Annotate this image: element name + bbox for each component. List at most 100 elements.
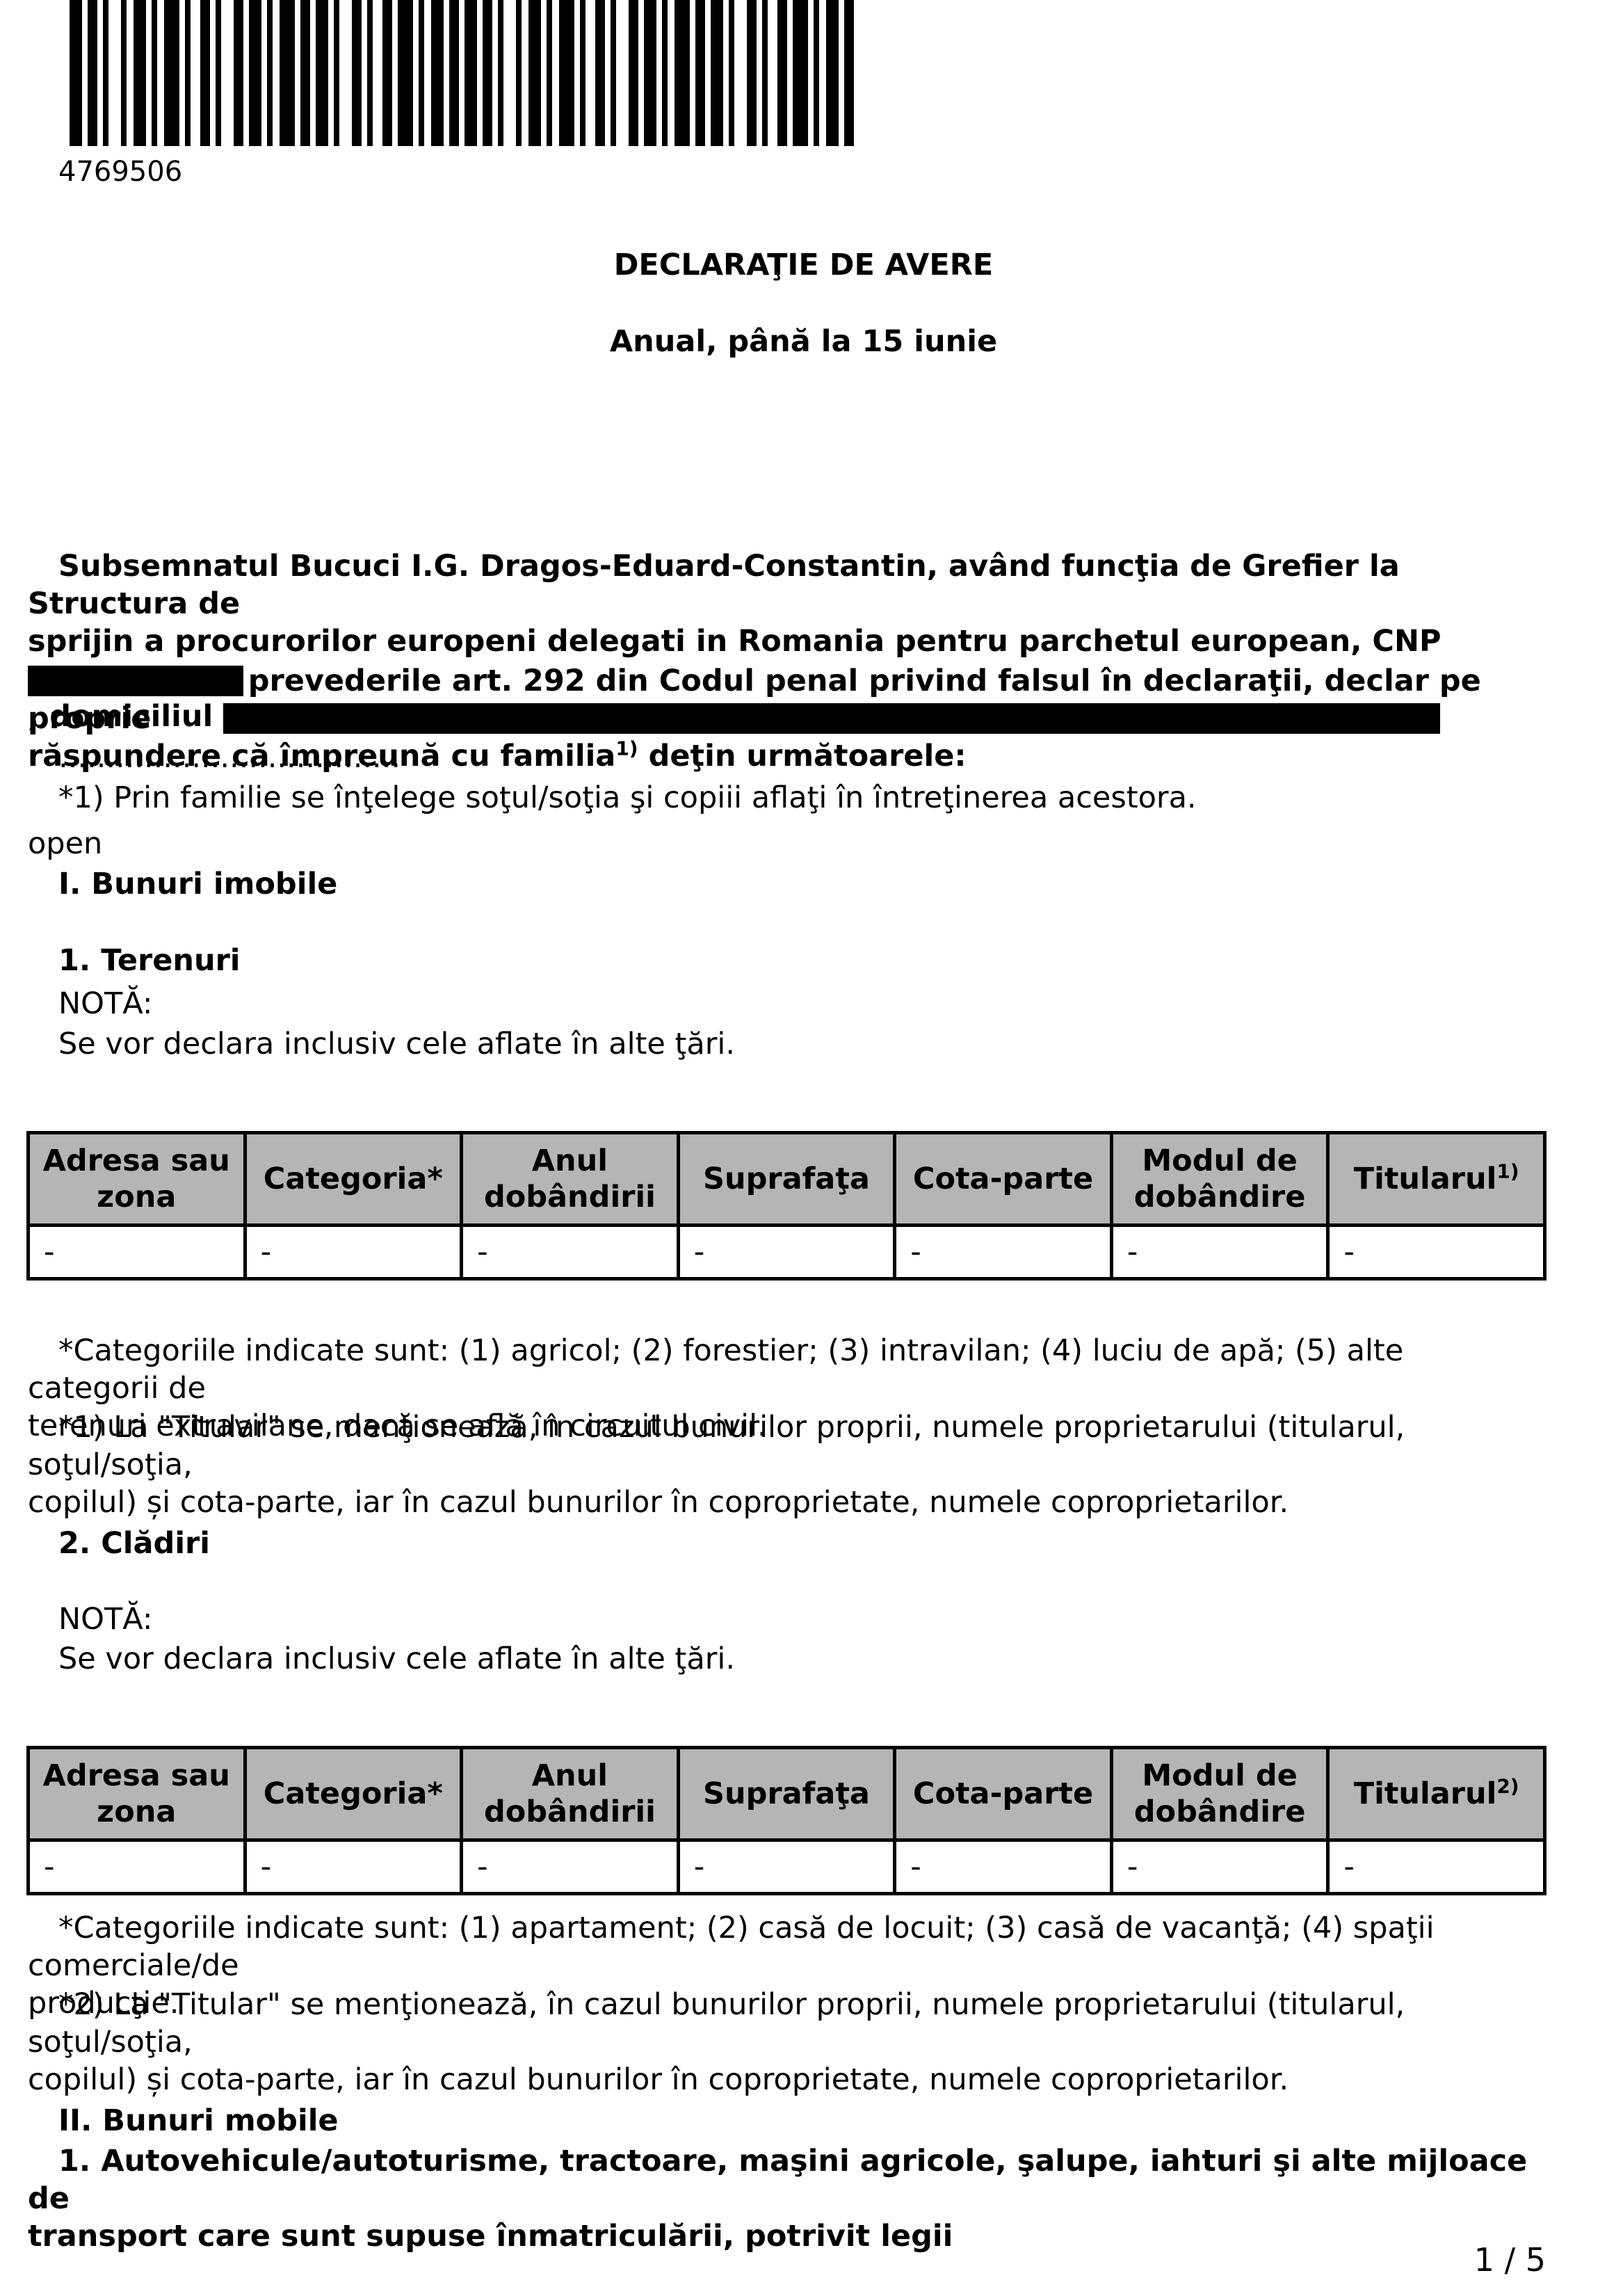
table-cell: -: [1326, 1838, 1547, 1895]
footnote-ref: 1): [615, 737, 638, 760]
redacted-cnp: [28, 665, 243, 696]
intro-paragraph: Subsemnatul Bucuci I.G. Dragos-Eduard-Co…: [28, 547, 1544, 735]
intro-domicile-label: , domiciliul: [28, 699, 213, 734]
column-header: Adresa sau zona: [26, 1746, 247, 1842]
barcode-bar: [200, 0, 210, 146]
column-header: Categoria*: [243, 1746, 464, 1842]
declaration-line-1: cunoscând prevederile art. 292 din Codul…: [28, 664, 1481, 736]
barcode-bar: [398, 0, 413, 146]
barcode-bar: [216, 0, 221, 146]
barcode-bar: [611, 0, 616, 146]
section-2-heading: II. Bunuri mobile: [58, 2103, 339, 2138]
barcode-bar: [747, 0, 757, 146]
intro-line-1: Subsemnatul Bucuci I.G. Dragos-Eduard-Co…: [28, 549, 1400, 621]
terenuri-nota-text: Se vor declara inclusiv cele aflate în a…: [58, 1027, 736, 1061]
barcode-bar: [88, 0, 97, 146]
declaration-paragraph: cunoscând prevederile art. 292 din Codul…: [28, 662, 1544, 775]
table-cell: -: [893, 1838, 1113, 1895]
column-header: Adresa sau zona: [26, 1131, 247, 1227]
barcode-bar: [814, 0, 819, 146]
column-header-titular: Titularul1): [1326, 1131, 1547, 1227]
cladiri-titular-note: *2) La "Titular" se menţionează, în cazu…: [28, 1987, 1405, 2097]
cladiri-table: Adresa sau zona Categoria* Anul dobândir…: [26, 1746, 1547, 1895]
terenuri-nota-label: NOTĂ:: [58, 986, 153, 1021]
barcode-bar: [844, 0, 854, 146]
cladiri-heading: 2. Clădiri: [58, 1526, 211, 1561]
declaration-line-2b: deţin următoarele:: [638, 739, 967, 773]
terenuri-heading: 1. Terenuri: [58, 943, 241, 978]
table-cell: -: [676, 1223, 897, 1281]
barcode-bar: [449, 0, 459, 146]
section-1-heading: I. Bunuri imobile: [58, 867, 338, 901]
barcode-bar: [352, 0, 362, 146]
barcode-bar: [711, 0, 723, 146]
table-cell: -: [243, 1223, 464, 1281]
barcode-bar: [267, 0, 273, 146]
barcode-bar: [580, 0, 586, 146]
document-id: 4769506: [58, 156, 183, 188]
column-header: Anul dobândirii: [460, 1746, 680, 1842]
table-cell: -: [676, 1838, 897, 1895]
barcode-bar: [547, 0, 552, 146]
column-header: Anul dobândirii: [460, 1131, 680, 1227]
table-cell: -: [26, 1838, 247, 1895]
family-footnote: *1) Prin familie se înţelege soţul/soţia…: [58, 780, 1197, 815]
barcode-bar: [662, 0, 668, 146]
table-cell: -: [243, 1838, 464, 1895]
column-header-titular: Titularul2): [1326, 1746, 1547, 1842]
barcode-bar: [367, 0, 373, 146]
barcode-bar: [762, 0, 768, 146]
table-header-row: Adresa sau zona Categoria* Anul dobândir…: [26, 1131, 1547, 1227]
declaration-line-2a: răspundere că împreună cu familia: [28, 739, 616, 773]
barcode-bar: [675, 0, 690, 146]
barcode-bar: [234, 0, 243, 146]
barcode-bar: [729, 0, 734, 146]
table-cell: -: [26, 1223, 247, 1281]
barcode-bar: [465, 0, 477, 146]
barcode-bar: [121, 0, 127, 146]
terenuri-titular-note: *1) La "Titular" se menţionează, în cazu…: [28, 1410, 1405, 1520]
cladiri-nota-text: Se vor declara inclusiv cele aflate în a…: [58, 1641, 736, 1676]
dotted-line: ....................................: [58, 740, 401, 775]
cladiri-category-note: *Categoriile indicate sunt: (1) apartame…: [28, 1911, 1435, 2021]
barcode-bar: [528, 0, 541, 146]
barcode-bar: [134, 0, 146, 146]
table-cell: -: [460, 1838, 680, 1895]
terenuri-category-note: *Categoriile indicate sunt: (1) agricol;…: [28, 1333, 1404, 1443]
vehicles-heading: 1. Autovehicule/autoturisme, tractoare, …: [28, 2144, 1528, 2254]
barcode-bar: [300, 0, 310, 146]
table-cell: -: [1326, 1223, 1547, 1281]
table-cell: -: [1109, 1223, 1330, 1281]
barcode-bar: [595, 0, 605, 146]
barcode-bar: [316, 0, 328, 146]
barcode-bar: [431, 0, 444, 146]
barcode: [70, 0, 854, 146]
cladiri-nota-label: NOTĂ:: [58, 1602, 153, 1637]
document-subtitle: Anual, până la 15 iunie: [609, 324, 998, 359]
table-cell: -: [1109, 1838, 1330, 1895]
barcode-bar: [826, 0, 839, 146]
intro-line-2: sprijin a procurorilor europeni delegati…: [28, 624, 1442, 659]
column-header: Suprafaţa: [676, 1131, 897, 1227]
table-row: - - - - - - -: [26, 1838, 1547, 1895]
barcode-bar: [644, 0, 656, 146]
barcode-bar: [516, 0, 522, 146]
table-cell: -: [460, 1223, 680, 1281]
table-row: - - - - - - -: [26, 1223, 1547, 1281]
column-header: Cota-parte: [893, 1746, 1113, 1842]
barcode-bar: [185, 0, 191, 146]
barcode-bar: [152, 0, 157, 146]
barcode-bar: [249, 0, 261, 146]
terenuri-table: Adresa sau zona Categoria* Anul dobândir…: [26, 1131, 1547, 1281]
barcode-bar: [70, 0, 82, 146]
barcode-bar: [793, 0, 808, 146]
barcode-bar: [382, 0, 392, 146]
barcode-bar: [419, 0, 424, 146]
barcode-bar: [498, 0, 503, 146]
column-header: Cota-parte: [893, 1131, 1113, 1227]
barcode-bar: [629, 0, 638, 146]
open-label: open: [28, 826, 103, 861]
barcode-bar: [777, 0, 787, 146]
table-cell: -: [893, 1223, 1113, 1281]
